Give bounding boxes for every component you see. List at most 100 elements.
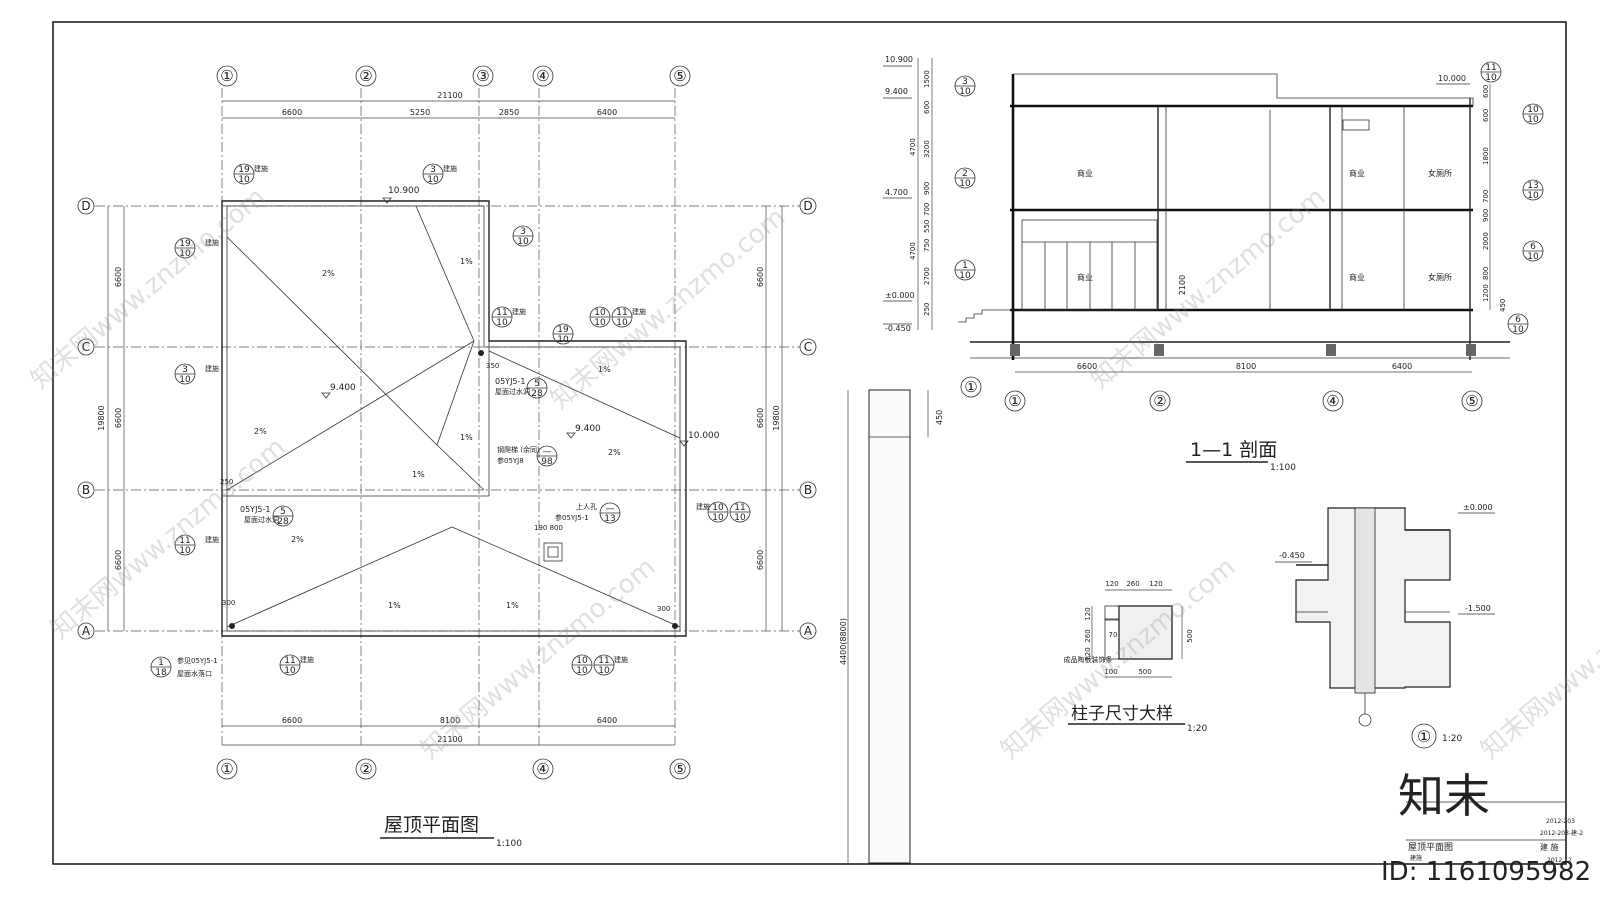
svg-text:10: 10 (598, 666, 610, 676)
sec-dim-l: 750 (923, 239, 931, 252)
axis-A-left: A (82, 624, 91, 638)
axis-2-top: ② (359, 67, 372, 85)
sec-dim-l: 1500 (923, 70, 931, 88)
col-dim-left: 120 (1084, 607, 1092, 620)
svg-text:10: 10 (1527, 252, 1539, 262)
sec-dim-l: 4700 (909, 138, 917, 156)
callout-3-10-left: 310 (174, 363, 196, 385)
watermark-id: ID: 1161095982 (1381, 857, 1591, 887)
svg-text:19: 19 (557, 325, 569, 335)
tb-drawing-name: 屋顶平面图 (1408, 842, 1453, 853)
dim-bottom-2: 8100 (440, 716, 460, 725)
tb-discipline: 建 施 (1540, 842, 1559, 852)
section-dims-bottom: 6600 8100 6400 (1015, 362, 1472, 373)
axis-bubbles-sides: D C B A D C B A (77, 197, 817, 640)
dim-left-2: 6600 (114, 408, 123, 428)
section-columns (1011, 74, 1471, 360)
svg-text:11: 11 (1485, 63, 1496, 73)
callout-5-28-a: 528 (526, 377, 548, 399)
svg-text:28: 28 (277, 517, 289, 527)
axis-5-top: ⑤ (673, 67, 686, 85)
note-3: 建施 (443, 164, 457, 173)
dim-right-3: 6600 (756, 550, 765, 570)
svg-text:10: 10 (576, 656, 588, 666)
svg-text:3: 3 (430, 165, 436, 175)
hatch-dim: 190 800 (534, 524, 563, 532)
logo-mark: 知末 (1398, 769, 1490, 823)
svg-text:11: 11 (496, 308, 507, 318)
axis-1-top: ① (220, 67, 233, 85)
svg-text:18: 18 (155, 668, 167, 678)
axis-C-right: C (804, 340, 812, 354)
sec-dim-r: 450 (1499, 299, 1507, 312)
column-scale: 1:20 (1187, 724, 1207, 734)
slope-9: 1% (388, 601, 401, 610)
sec-elev-9400: 9.400 (885, 87, 908, 96)
sec-dim-r: 600 (1482, 85, 1490, 98)
col-dim-bottom: 500 (1138, 668, 1151, 676)
svg-text:10: 10 (1512, 325, 1524, 335)
access-ref: 参05YJ5-1 (555, 513, 589, 522)
room-label: 商业 (1077, 168, 1093, 178)
note-4: 建施 (512, 307, 526, 316)
svg-text:11: 11 (734, 503, 745, 513)
roof-drains (229, 350, 678, 629)
callout-1-98: —98 (536, 445, 558, 467)
dim-300-a: 300 (222, 599, 235, 607)
elev-right: 10.000 (688, 431, 720, 441)
svg-text:3: 3 (182, 365, 188, 375)
sec-dim-l: 2700 (923, 267, 931, 285)
section-footings (1010, 344, 1476, 356)
svg-text:10: 10 (712, 503, 724, 513)
column-title: 柱子尺寸大样 (1071, 704, 1173, 724)
access-note: 上人孔 (576, 502, 597, 511)
roof-plan-title: 屋顶平面图 (384, 814, 479, 836)
dim-top-3: 2850 (499, 108, 519, 117)
note-10: 建施 (614, 655, 628, 664)
section-glazing (1021, 119, 1370, 311)
svg-text:10: 10 (616, 318, 628, 328)
sec-dim-l: 600 (923, 101, 931, 114)
note-9: 建施 (300, 655, 314, 664)
sec-elev-4700: 4.700 (885, 188, 908, 197)
sec-dim-r: 800 (1482, 267, 1490, 280)
svg-text:10: 10 (1527, 191, 1539, 201)
dim-right-2: 6600 (756, 408, 765, 428)
ladder-ref: 参05YJ8 (497, 456, 524, 465)
svg-text:10: 10 (557, 335, 569, 345)
svg-text:10: 10 (179, 546, 191, 556)
tb-project-code: 2012-203 (1546, 818, 1575, 825)
section-dims-left: 1500 600 3200 900 700 550 750 2700 4700 … (909, 58, 933, 330)
slope-2: 1% (460, 257, 473, 266)
sec-dim-l: 4700 (909, 242, 917, 260)
sec-dim-r: 700 (1482, 190, 1490, 203)
room-label: 女厕所 (1428, 272, 1452, 282)
svg-text:10: 10 (594, 308, 606, 318)
svg-text:13: 13 (1527, 181, 1538, 191)
tb-drawing-no: 2012-203-建-2 (1540, 829, 1583, 837)
room-label: 女厕所 (1428, 168, 1452, 178)
svg-text:10: 10 (427, 175, 439, 185)
slope-5: 1% (412, 470, 425, 479)
dim-300-b: 300 (657, 605, 670, 613)
sec-dim-b: 6400 (1392, 362, 1412, 371)
svg-text:10: 10 (734, 513, 746, 523)
dim-top-4: 6400 (597, 108, 617, 117)
outlet-note: 屋面水落口 (177, 669, 212, 678)
col-dim-100: 100 (1104, 668, 1117, 676)
column-detail: 120 260 120 500 120 260 120 500 100 70 成… (1064, 580, 1208, 734)
dims-top: 21100 6600 5250 2850 6400 (222, 91, 675, 119)
col-dim-left: 260 (1084, 629, 1092, 642)
drain-note-1: 屋面过水洞 (495, 387, 530, 396)
dim-left-3: 6600 (114, 550, 123, 570)
axis-3-top: ③ (476, 67, 489, 85)
sec-axis-1: ① (1008, 392, 1021, 410)
sec-axis-2: ② (1153, 392, 1166, 410)
sec-dim-b: 8100 (1236, 362, 1256, 371)
drain-note-2: 屋面过水洞 (244, 515, 279, 524)
